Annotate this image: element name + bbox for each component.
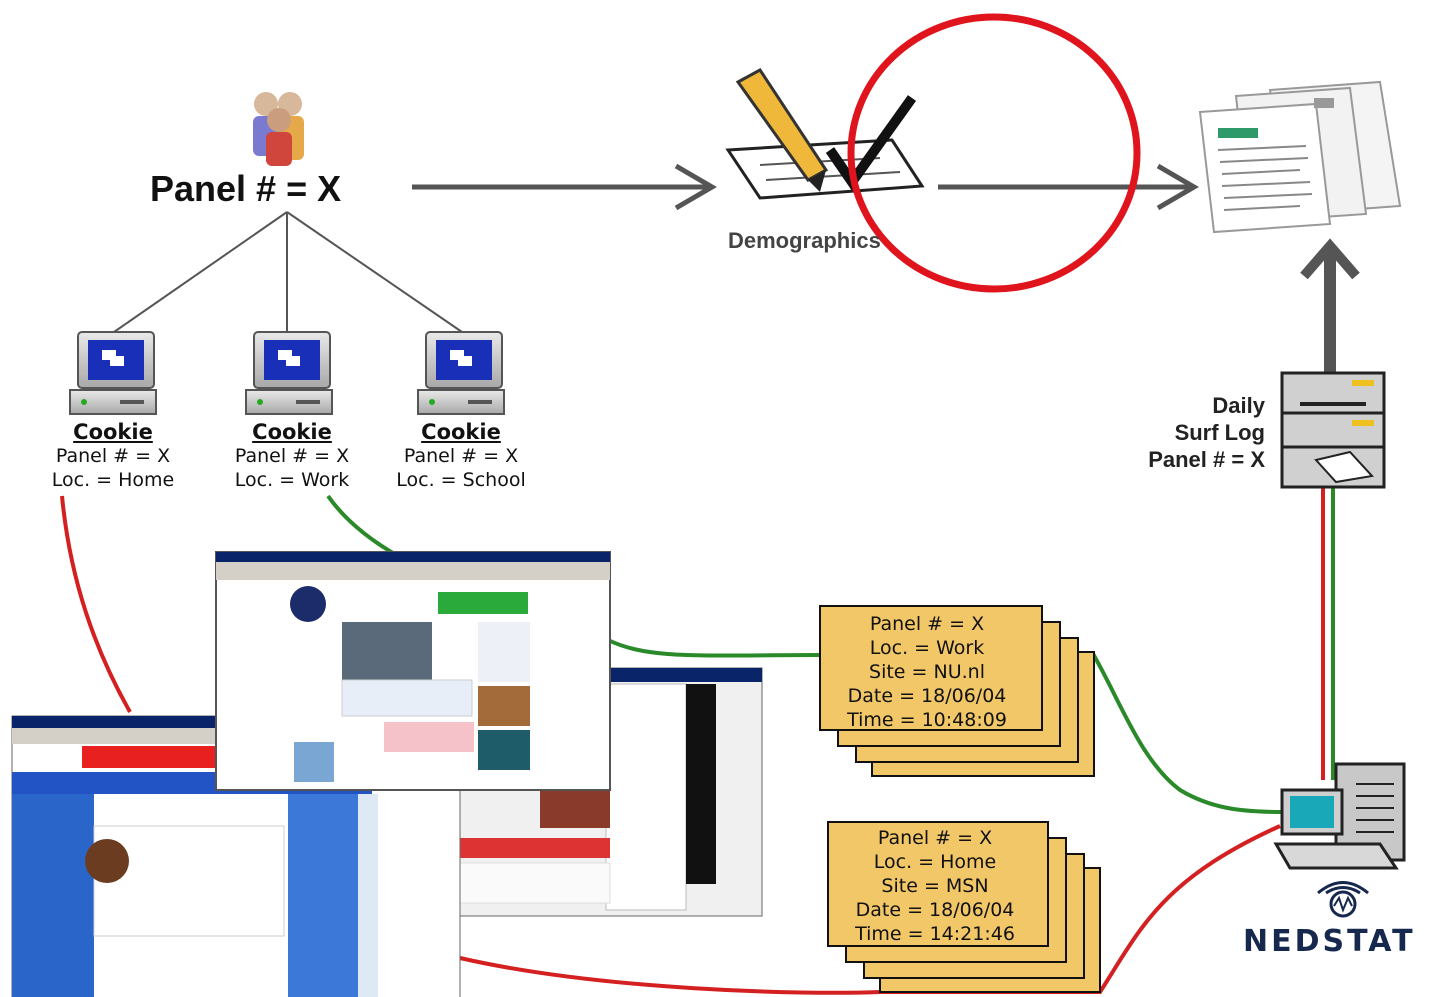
- cookie-location: Loc. = School: [396, 469, 526, 491]
- record-location: Loc. = Home: [873, 851, 997, 873]
- record-site: Site = NU.nl: [869, 661, 985, 683]
- cookie-heading: Cookie: [73, 420, 153, 444]
- red-connection-lines: [60, 487, 1325, 995]
- record-stack-work: [819, 605, 1095, 777]
- cookie-location: Loc. = Work: [234, 469, 350, 491]
- nedstat-computer-icon: [1273, 762, 1406, 870]
- record-location: Loc. = Work: [869, 637, 985, 659]
- surf-log-line1: Daily: [1212, 393, 1265, 418]
- surf-log-line3: Panel # = X: [1148, 447, 1265, 472]
- cookie-school: Cookie Panel # = X Loc. = School: [376, 420, 546, 492]
- computer-icon-work: [245, 331, 333, 415]
- arrow-panel-to-demographics: [412, 163, 717, 211]
- cookie-work: Cookie Panel # = X Loc. = Work: [207, 420, 377, 492]
- report-documents-icon: [1198, 80, 1402, 234]
- cookie-panel: Panel # = X: [55, 445, 171, 467]
- people-icon: [253, 92, 304, 166]
- cookie-home: Cookie Panel # = X Loc. = Home: [28, 420, 198, 492]
- record-card-home: Panel # = X Loc. = Home Site = MSN Date …: [830, 826, 1040, 946]
- panel-title: Panel # = X: [150, 168, 342, 209]
- surf-log-line2: Surf Log: [1174, 420, 1265, 445]
- website-screenshots: [11, 551, 763, 997]
- record-stack-home: [827, 821, 1101, 993]
- nedstat-brand: NEDSTAT: [1243, 924, 1416, 959]
- arrow-demographics-to-report: [938, 163, 1199, 211]
- record-site: Site = MSN: [881, 875, 989, 897]
- cookie-heading: Cookie: [252, 420, 332, 444]
- server-icon: [1280, 371, 1386, 489]
- screenshot-nu: [215, 551, 611, 791]
- record-card-work: Panel # = X Loc. = Work Site = NU.nl Dat…: [822, 612, 1032, 732]
- arrow-log-to-report: [1300, 238, 1360, 372]
- cookie-panel: Panel # = X: [403, 445, 519, 467]
- tree-lines: [113, 211, 463, 333]
- record-panel: Panel # = X: [869, 613, 985, 635]
- record-time: Time = 14:21:46: [855, 923, 1015, 945]
- cookie-heading: Cookie: [421, 420, 501, 444]
- highlight-circle: [847, 13, 1141, 293]
- demographics-icon: [725, 68, 925, 200]
- cookie-panel: Panel # = X: [234, 445, 350, 467]
- computer-icon-school: [417, 331, 505, 415]
- surf-log-label: Daily Surf Log Panel # = X: [1100, 392, 1265, 473]
- record-time: Time = 10:48:09: [847, 709, 1007, 731]
- record-panel: Panel # = X: [877, 827, 993, 849]
- cookie-location: Loc. = Home: [51, 469, 175, 491]
- nedstat-logo-icon: [1317, 881, 1369, 918]
- demographics-label: Demographics: [728, 228, 881, 253]
- record-date: Date = 18/06/04: [855, 899, 1015, 921]
- record-date: Date = 18/06/04: [847, 685, 1007, 707]
- computer-icon-home: [69, 331, 157, 415]
